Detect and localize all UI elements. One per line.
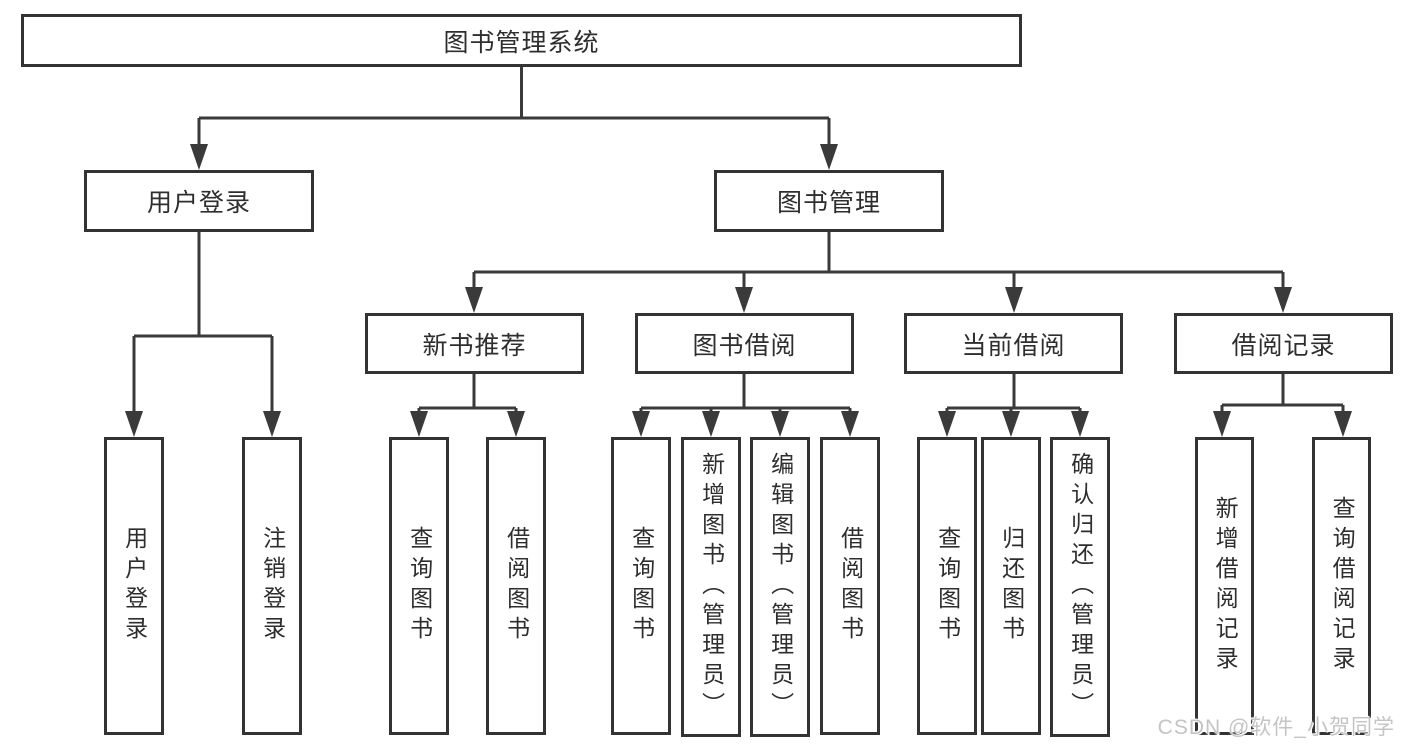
leaf-add-books-admin: 新增图书（管理员） [681, 437, 741, 737]
leaf-confirm-return-admin: 确认归还（管理员） [1050, 437, 1110, 737]
leaf-add-borrow-record: 新增借阅记录 [1195, 437, 1254, 735]
leaf-query-books-recommend: 查询图书 [389, 437, 449, 735]
edges-book-borrowing [632, 374, 859, 437]
leaf-query-borrow-record: 查询借阅记录 [1312, 437, 1371, 735]
csdn-watermark: CSDN @软件_小贺同学 [1157, 716, 1395, 739]
leaf-query-books-current: 查询图书 [917, 437, 977, 735]
leaf-borrow-books-recommend: 借阅图书 [486, 437, 546, 735]
edges-user-login [125, 232, 281, 437]
leaf-edit-books-admin: 编辑图书（管理员） [750, 437, 810, 737]
edges-root [190, 67, 838, 170]
leaf-query-books-borrowing: 查询图书 [611, 437, 671, 735]
node-book-management: 图书管理 [714, 170, 944, 232]
edges-current-borrowing [938, 374, 1089, 437]
node-new-book-recommend: 新书推荐 [365, 313, 584, 374]
leaf-user-login: 用户登录 [104, 437, 164, 735]
leaf-borrow-books-borrowing: 借阅图书 [820, 437, 880, 735]
edges-new-book-recommend [410, 374, 525, 437]
node-current-borrowing: 当前借阅 [904, 313, 1123, 374]
node-root-library-management-system: 图书管理系统 [21, 14, 1022, 67]
node-user-login: 用户登录 [84, 170, 314, 232]
node-borrowing-records: 借阅记录 [1174, 313, 1393, 374]
leaf-logout: 注销登录 [242, 437, 302, 735]
edges-book-management [465, 232, 1292, 313]
node-book-borrowing: 图书借阅 [635, 313, 854, 374]
leaf-return-books: 归还图书 [981, 437, 1041, 735]
edges-borrowing-records [1213, 374, 1352, 437]
